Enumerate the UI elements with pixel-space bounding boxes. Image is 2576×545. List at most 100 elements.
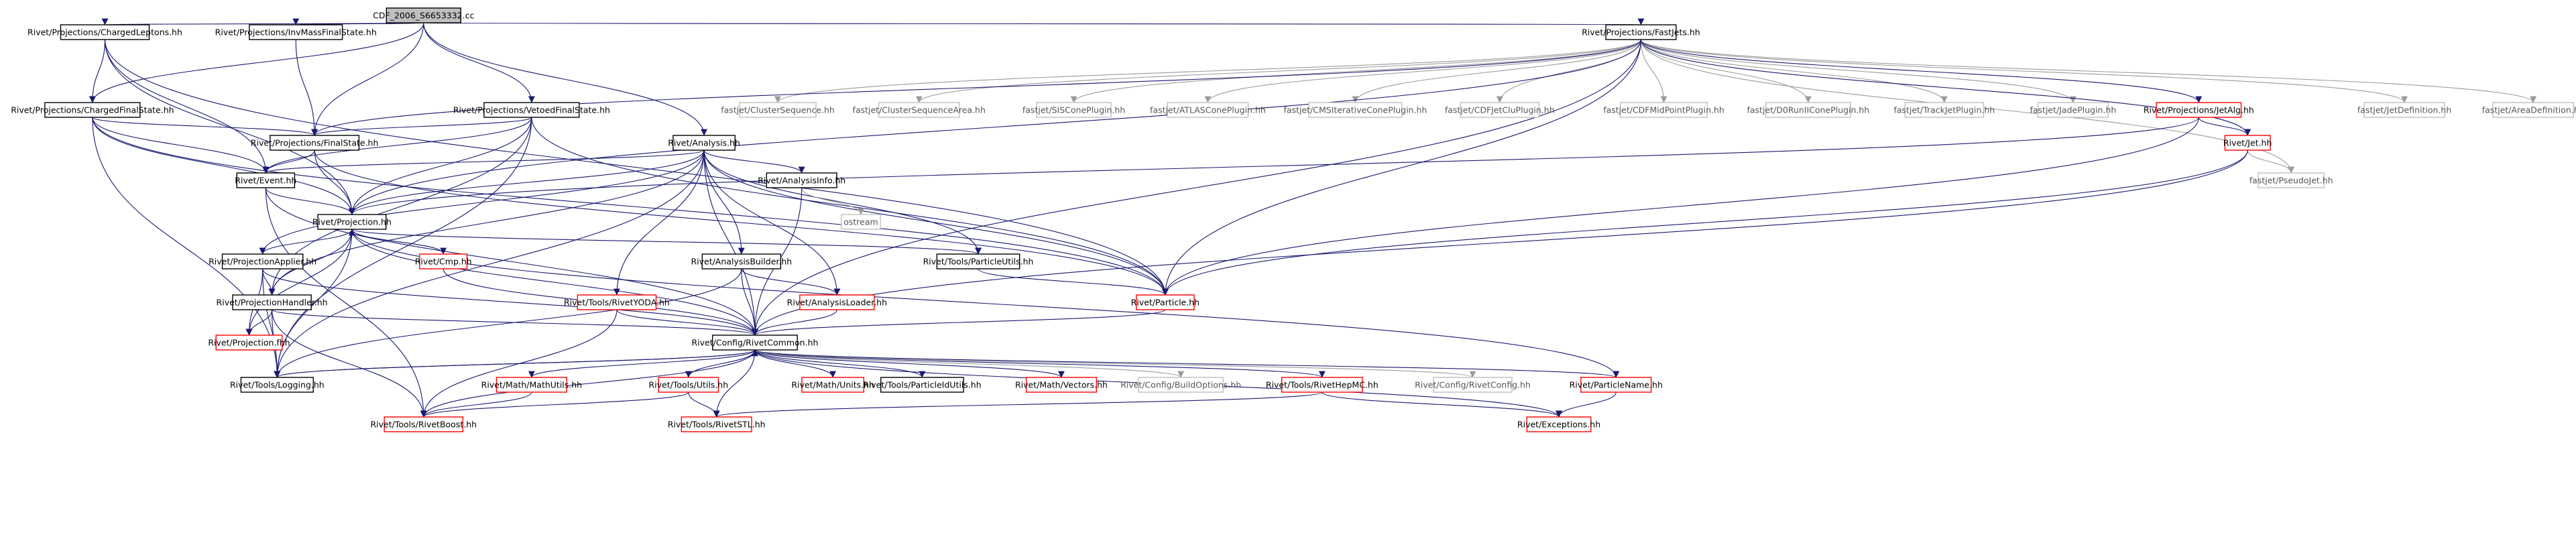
node-particlename[interactable]: Rivet/ParticleName.hh [1570, 377, 1663, 393]
node-mathutils[interactable]: Rivet/Math/MathUtils.hh [481, 377, 582, 393]
node-box [384, 416, 464, 432]
node-box [1281, 377, 1363, 393]
edge-projhandler-to-projectionfhh [245, 309, 273, 336]
edge-projapplier-to-rivetcommon [262, 268, 758, 336]
node-vetoed-fs[interactable]: Rivet/Projections/VetoedFinalState.hh [453, 102, 610, 118]
edge-particlename-to-exceptions [1556, 391, 1617, 418]
edge-analysis-to-analysisbuilder [703, 149, 745, 255]
node-exceptions[interactable]: Rivet/Exceptions.hh [1517, 416, 1600, 432]
node-projapplier[interactable]: Rivet/ProjectionApplier.hh [209, 253, 316, 269]
node-box [1605, 24, 1677, 40]
node-inv-mass[interactable]: Rivet/Projections/InvMassFinalState.hh [215, 24, 377, 40]
node-jetdef: fastjet/JetDefinition.hh [2357, 102, 2451, 118]
node-toolsutils[interactable]: Rivet/Tools/Utils.hh [648, 377, 728, 393]
node-box [60, 24, 150, 40]
node-box [1036, 102, 1112, 118]
node-root[interactable]: CDF_2006_S6653332.cc [373, 7, 474, 23]
node-jetalg[interactable]: Rivet/Projections/JetAlg.hh [2144, 102, 2254, 118]
node-label: Rivet/AnalysisBuilder.hh [691, 257, 792, 267]
node-charged-fs[interactable]: Rivet/Projections/ChargedFinalState.hh [11, 102, 174, 118]
node-box [739, 102, 817, 118]
node-rivetcommon[interactable]: Rivet/Config/RivetCommon.hh [691, 335, 818, 351]
node-label: Rivet/Tools/ParticleUtils.hh [923, 257, 1034, 267]
node-particleutils[interactable]: Rivet/Tools/ParticleUtils.hh [923, 253, 1034, 269]
node-cmp[interactable]: Rivet/Cmp.hh [415, 253, 472, 269]
node-label: fastjet/ATLASConePlugin.hh [1150, 105, 1266, 115]
edge-rivetcommon-to-mathutils [528, 349, 756, 378]
node-charged-leptons[interactable]: Rivet/Projections/ChargedLeptons.hh [27, 24, 182, 40]
edge-vetoed-fs-to-logging [274, 117, 532, 378]
edge-rivethepmc-to-exceptions [1322, 391, 1562, 418]
node-rivetyoda[interactable]: Rivet/Tools/RivetYODA.hh [564, 294, 670, 310]
node-mathvectors[interactable]: Rivet/Math/Vectors.hh [1015, 377, 1108, 393]
node-event[interactable]: Rivet/Event.hh [235, 172, 296, 188]
edge-fastjets-to-cmsitcone [1352, 39, 1641, 103]
node-label: Rivet/Projection.fhh [208, 338, 290, 348]
node-jet[interactable]: Rivet/Jet.hh [2223, 135, 2272, 151]
node-mathunits[interactable]: Rivet/Math/Units.hh [791, 377, 874, 393]
node-projectionfhh[interactable]: Rivet/Projection.fhh [208, 335, 290, 351]
node-analysisinfo[interactable]: Rivet/AnalysisInfo.hh [758, 172, 845, 188]
node-logging[interactable]: Rivet/Tools/Logging.hh [230, 377, 325, 393]
edge-fastjets-to-atlascone [1204, 39, 1641, 103]
node-areadef: fastjet/AreaDefinition.hh [2482, 102, 2576, 118]
node-analysis[interactable]: Rivet/Analysis.hh [668, 135, 740, 151]
node-rivetconfig: Rivet/Config/RivetConfig.hh [1415, 377, 1531, 393]
node-box [658, 377, 719, 393]
node-particleidutils[interactable]: Rivet/Tools/ParticleIdUtils.hh [863, 377, 982, 393]
node-label: Rivet/Tools/Utils.hh [648, 380, 728, 390]
node-label: fastjet/TrackJetPlugin.hh [1893, 105, 1995, 115]
node-analysisloader[interactable]: Rivet/AnalysisLoader.hh [787, 294, 887, 310]
edge-rivetcommon-to-mathvectors [754, 349, 1065, 378]
node-projhandler[interactable]: Rivet/ProjectionHandler.hh [217, 294, 328, 310]
node-box [1460, 102, 1540, 118]
node-analysisbuilder[interactable]: Rivet/AnalysisBuilder.hh [691, 253, 792, 269]
node-projection[interactable]: Rivet/Projection.hh [312, 214, 392, 230]
node-label: Rivet/Projections/InvMassFinalState.hh [215, 27, 377, 38]
edge-fastjets-to-jetdef [1640, 39, 2408, 103]
edge-toolsutils-to-rivetboost [420, 391, 689, 418]
node-box [1904, 102, 1985, 118]
edge-charged-leptons-to-particle [104, 39, 1169, 296]
node-rivethepmc[interactable]: Rivet/Tools/RivetHepMC.hh [1266, 377, 1379, 393]
node-label: Rivet/Jet.hh [2223, 138, 2272, 148]
node-box [1308, 102, 1403, 118]
node-label: Rivet/Projections/ChargedFinalState.hh [11, 105, 174, 115]
edge-event-to-projection [265, 187, 355, 215]
edge-projection-to-particlename [351, 229, 1620, 378]
edge-logging-to-rivetcommon [276, 349, 758, 378]
edge-fastjets-to-projection [349, 39, 1641, 215]
edge-fastjets-to-areadef [1640, 39, 2536, 103]
edge-projection-to-particleutils [351, 229, 982, 255]
node-ostream: ostream [841, 214, 881, 230]
node-box [249, 24, 343, 40]
node-box [240, 377, 314, 393]
node-label: fastjet/CDFMidPointPlugin.hh [1603, 105, 1724, 115]
edge-jet-to-pseudojet [2247, 149, 2295, 174]
node-rivetstl[interactable]: Rivet/Tools/RivetSTL.hh [668, 416, 766, 432]
node-label: Rivet/ProjectionApplier.hh [209, 257, 316, 267]
edge-toolsutils-to-rivetstl [688, 391, 720, 418]
node-box [495, 377, 567, 393]
edge-analysisinfo-to-ostream [801, 187, 864, 215]
node-label: Rivet/Math/MathUtils.hh [481, 380, 582, 390]
edge-root-to-charged-fs [89, 22, 424, 103]
node-particle[interactable]: Rivet/Particle.hh [1131, 294, 1199, 310]
node-label: Rivet/Tools/RivetHepMC.hh [1266, 380, 1379, 390]
node-box [236, 172, 296, 188]
node-box [1167, 102, 1249, 118]
edge-fastjets-to-finalstate [311, 39, 1641, 136]
node-box [317, 214, 387, 230]
edge-charged-fs-to-finalstate [92, 117, 318, 136]
node-fastjets[interactable]: Rivet/Projections/FastJets.hh [1582, 24, 1700, 40]
edge-vetoed-fs-to-particle [531, 117, 1169, 296]
node-rivetboost[interactable]: Rivet/Tools/RivetBoost.hh [370, 416, 477, 432]
edge-fastjets-to-jetalg [1640, 39, 2203, 103]
edge-charged-leptons-to-event [104, 39, 270, 174]
edge-jetalg-to-projection [349, 117, 2199, 215]
edge-analysis-to-analysisinfo [703, 149, 805, 174]
node-box [2037, 102, 2109, 118]
edge-projapplier-to-projhandler [262, 268, 276, 296]
node-box [221, 253, 304, 269]
node-finalstate[interactable]: Rivet/Projections/FinalState.hh [251, 135, 379, 151]
